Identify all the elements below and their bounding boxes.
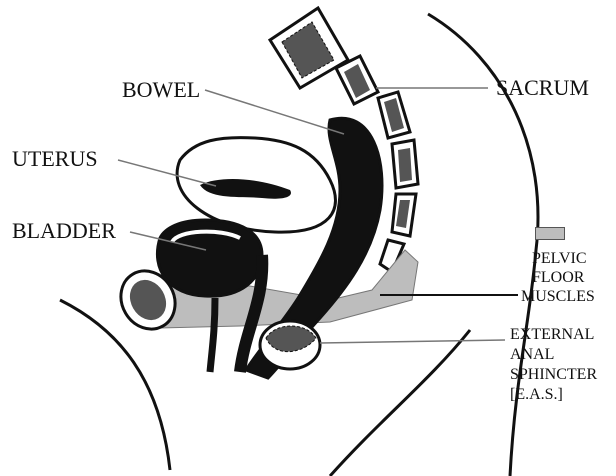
bladder-organ bbox=[157, 220, 262, 296]
label-anal: ANAL bbox=[510, 345, 554, 364]
body-outline-lower bbox=[330, 330, 470, 476]
label-sphincter: SPHINCTER bbox=[510, 365, 597, 384]
label-muscles: MUSCLES bbox=[521, 287, 595, 306]
label-eas: [E.A.S.] bbox=[510, 385, 563, 404]
label-bowel: BOWEL bbox=[122, 79, 200, 101]
label-uterus: UTERUS bbox=[12, 148, 98, 170]
leader-bowel bbox=[205, 90, 344, 134]
label-bladder: BLADDER bbox=[12, 220, 116, 242]
label-pelvic: PELVIC bbox=[532, 249, 587, 268]
external-anal-sphincter bbox=[260, 321, 320, 369]
leader-eas bbox=[320, 340, 505, 343]
pelvic-floor-legend-swatch bbox=[535, 227, 565, 240]
label-floor: FLOOR bbox=[532, 268, 584, 287]
label-external: EXTERNAL bbox=[510, 325, 594, 344]
label-sacrum: SACRUM bbox=[496, 77, 589, 99]
uterus-organ bbox=[177, 138, 335, 233]
